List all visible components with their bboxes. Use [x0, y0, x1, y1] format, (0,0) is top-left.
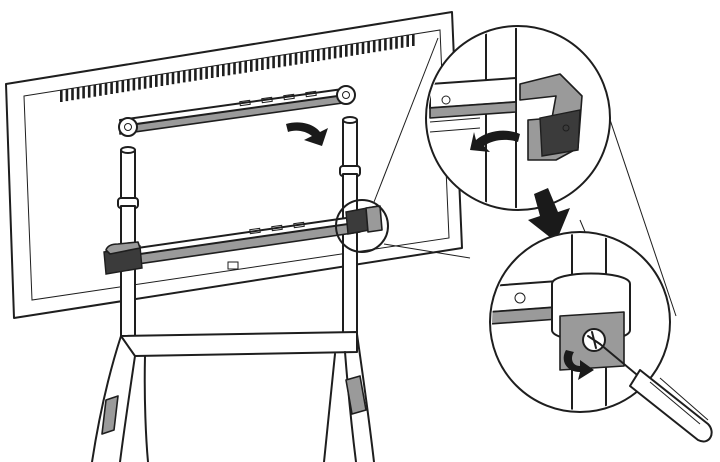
- vent-slot: [256, 59, 259, 71]
- vent-slot: [138, 78, 141, 90]
- vent-slot: [244, 61, 247, 73]
- vent-slot: [183, 70, 186, 82]
- vent-slot: [278, 55, 281, 67]
- stand-frame: [92, 332, 374, 462]
- vent-slot: [250, 60, 253, 72]
- vent-slot: [379, 39, 382, 51]
- vent-slot: [200, 68, 203, 80]
- vent-slot: [144, 77, 147, 89]
- vent-slot: [127, 79, 130, 91]
- vent-slot: [412, 34, 415, 46]
- vent-slot: [228, 63, 231, 75]
- vent-slot: [161, 74, 164, 86]
- vent-slot: [289, 54, 292, 66]
- vent-slot: [155, 75, 158, 87]
- vent-slot: [216, 65, 219, 77]
- vent-slot: [99, 84, 102, 96]
- vent-slot: [94, 85, 97, 97]
- vent-slot: [339, 46, 342, 58]
- vent-slot: [60, 90, 63, 102]
- vent-slot: [177, 71, 180, 83]
- vent-slot: [82, 86, 85, 98]
- vent-slot: [110, 82, 113, 94]
- vent-slot: [323, 48, 326, 60]
- vent-slot: [172, 72, 175, 84]
- vent-slot: [205, 67, 208, 79]
- vent-slot: [284, 54, 287, 66]
- vent-slot: [189, 70, 192, 82]
- vent-slot: [88, 86, 91, 98]
- vent-slot: [351, 44, 354, 56]
- vent-slot: [149, 76, 152, 88]
- vent-slot: [194, 69, 197, 81]
- vent-slot: [367, 41, 370, 53]
- vent-slot: [356, 43, 359, 55]
- vent-slot: [77, 87, 80, 99]
- vent-slot: [317, 49, 320, 61]
- vent-slot: [261, 58, 264, 70]
- vent-slot: [122, 80, 125, 92]
- vent-slot: [334, 46, 337, 58]
- vent-slot: [133, 78, 136, 90]
- vent-slot: [384, 38, 387, 50]
- vent-slot: [71, 88, 74, 100]
- vent-slot: [390, 38, 393, 50]
- vent-slot: [401, 36, 404, 48]
- vent-slot: [345, 45, 348, 57]
- vent-slot: [406, 35, 409, 47]
- vent-slot: [300, 52, 303, 64]
- vent-slot: [295, 53, 298, 65]
- vent-slot: [233, 62, 236, 74]
- vent-slot: [311, 50, 314, 62]
- vent-slot: [166, 73, 169, 85]
- vent-slot: [395, 37, 398, 49]
- vent-slot: [306, 51, 309, 63]
- display-panel: [6, 12, 462, 318]
- vent-slot: [272, 56, 275, 68]
- vent-slot: [373, 40, 376, 52]
- vent-slot: [116, 81, 119, 93]
- vent-slot: [267, 57, 270, 69]
- vent-slot: [211, 66, 214, 78]
- vent-slot: [328, 47, 331, 59]
- vent-slot: [222, 64, 225, 76]
- left-pole-clamp: [104, 242, 142, 274]
- vent-slot: [362, 42, 365, 54]
- vent-slot: [239, 62, 242, 74]
- vent-slot: [105, 83, 108, 95]
- vent-slot: [66, 89, 69, 101]
